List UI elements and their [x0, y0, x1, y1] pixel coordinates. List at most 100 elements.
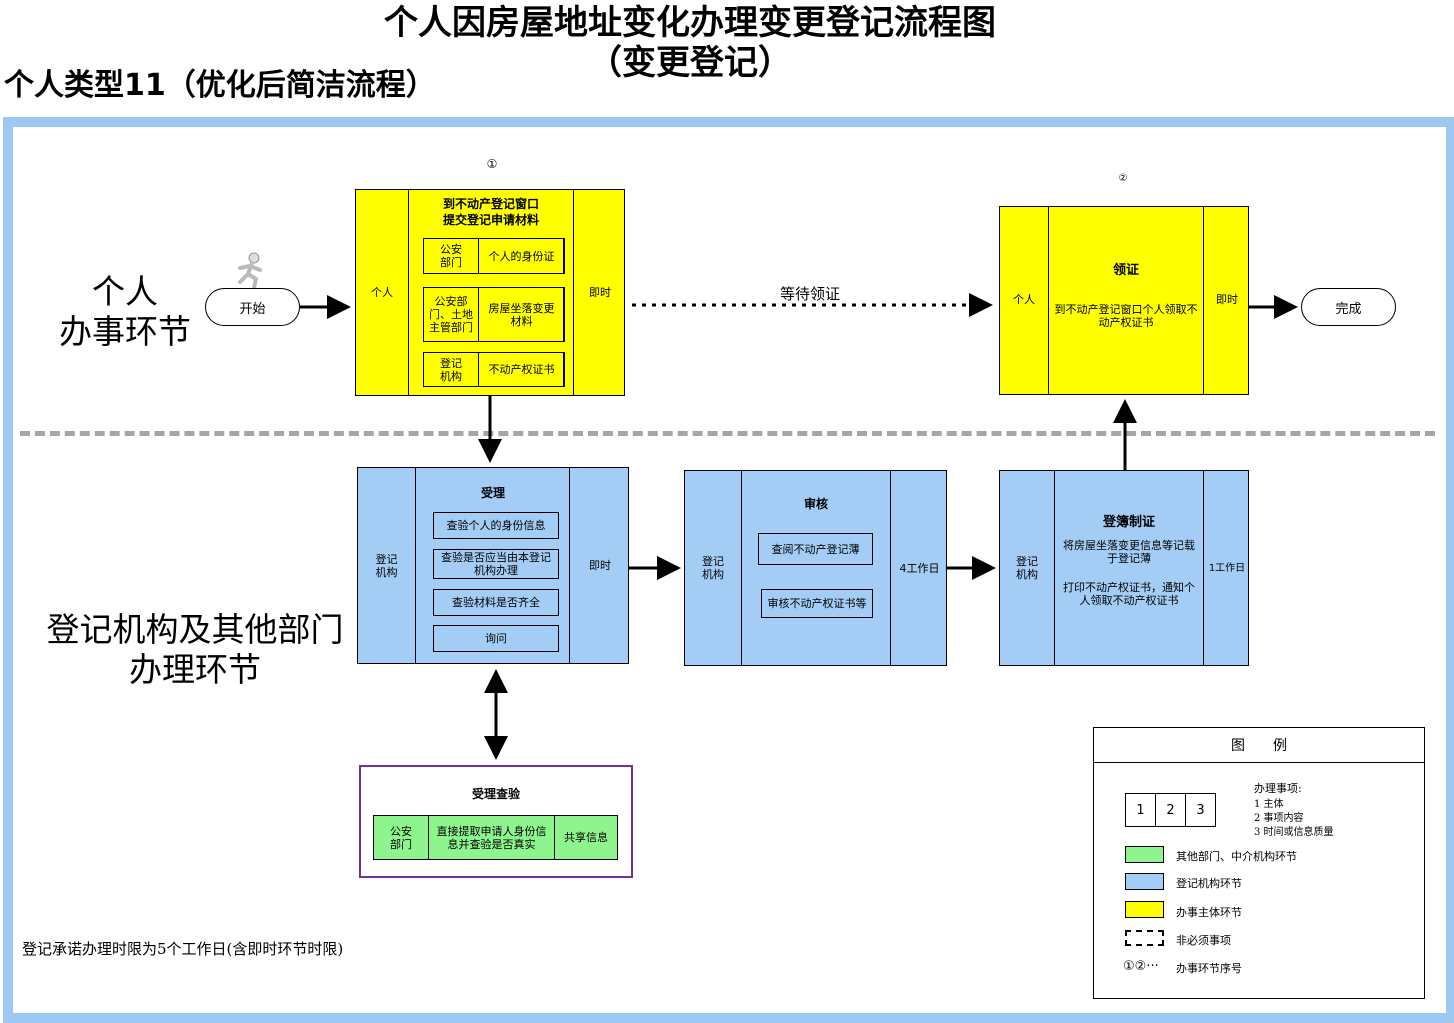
submit-row-1-item: 个人的身份证	[478, 238, 565, 274]
lane-personal-line2: 办事环节	[59, 312, 191, 351]
submit-title-line1: 到不动产登记窗口	[442, 197, 539, 211]
submit-title-line2: 提交登记申请材料	[442, 213, 539, 227]
verify-dept-line2: 部门	[390, 837, 412, 851]
legend-seq-label: 办事环节序号	[1176, 962, 1242, 975]
step-marker-2: ②	[1118, 173, 1128, 184]
legend-cells-desc-1: 1 主体	[1254, 799, 1284, 810]
review-item-1: 查阅不动产登记薄	[758, 533, 873, 565]
legend-blue-label: 登记机构环节	[1176, 877, 1242, 890]
identity-verify-box: 受理查验 公安部门 直接提取申请人身份信息并查验是否真实 共享信息	[359, 765, 633, 878]
collect-time: 即时	[1216, 293, 1238, 306]
accept-item-2: 查验是否应当由本登记机构办理	[433, 549, 559, 579]
submit-row-3-dept-line2: 机构	[440, 369, 462, 383]
review-subject-line2: 机构	[702, 568, 724, 581]
lane-agency-label: 登记机构及其他部门 办理环节	[40, 610, 350, 690]
register-subject: 登记 机构	[1000, 555, 1054, 581]
time-limit-footnote: 登记承诺办理时限为5个工作日(含即时环节时限)	[22, 940, 344, 958]
accept-subject-line2: 机构	[375, 566, 398, 579]
accept-item-1: 查验个人的身份信息	[433, 512, 559, 539]
review-item-2: 审核不动产权证书等	[761, 589, 873, 618]
wait-label: 等待领证	[779, 285, 840, 303]
register-subject-line1: 登记	[1016, 555, 1038, 568]
accept-title: 受理	[480, 486, 505, 500]
submit-row-1-dept-line1: 公安	[440, 243, 462, 256]
legend-green-label: 其他部门、中介机构环节	[1176, 850, 1297, 863]
submit-row-2-dept: 公安部门、土地主管部门	[423, 287, 479, 342]
accept-box: 登记 机构 即时 受理 查验个人的身份信息 查验是否应当由本登记机构办理 查验材…	[357, 467, 629, 664]
legend-seq-symbol: ①②···	[1123, 959, 1159, 974]
verify-content: 直接提取申请人身份信息并查验是否真实	[428, 815, 555, 860]
collect-subject: 个人	[1013, 293, 1035, 306]
register-subject-line2: 机构	[1016, 568, 1038, 581]
lane-divider	[20, 431, 1435, 436]
legend-dashed-label: 非必须事项	[1176, 934, 1231, 947]
running-person-icon	[238, 252, 262, 290]
collect-certificate-box: 个人 即时 领证 到不动产登记窗口个人领取不动产权证书	[999, 206, 1249, 395]
submit-materials-box: 个人 即时 到不动产登记窗口 提交登记申请材料 公安部门 个人的身份证 公安部门…	[355, 189, 625, 396]
register-subject-column	[1054, 470, 1204, 666]
submit-row-2-dept-line3: 主管部门	[429, 321, 473, 334]
accept-subject-column	[415, 467, 570, 664]
verify-title: 受理查验	[471, 787, 520, 801]
legend-cell-1: 1	[1125, 793, 1156, 827]
process-type-subtitle: 个人类型11（优化后简洁流程）	[4, 68, 436, 103]
legend-yellow-label: 办事主体环节	[1176, 906, 1242, 919]
page-title-line1: 个人因房屋地址变化办理变更登记流程图	[384, 3, 996, 43]
submit-row-3-item: 不动产权证书	[478, 352, 565, 387]
lane-personal-label: 个人 办事环节	[55, 272, 195, 352]
legend-title: 图 例	[1231, 738, 1287, 754]
submit-time: 即时	[589, 286, 611, 299]
start-node: 开始	[205, 288, 300, 326]
legend-cells-desc-3: 3 时间或信息质量	[1254, 827, 1334, 838]
review-box: 登记 机构 4工作日 审核 查阅不动产登记薄 审核不动产权证书等	[684, 470, 947, 666]
lane-agency-line2: 办理环节	[129, 650, 261, 689]
accept-subject: 登记 机构	[358, 553, 415, 579]
legend-cell-3: 3	[1185, 793, 1216, 827]
legend-cells-desc-title: 办理事项:	[1254, 782, 1302, 795]
submit-row-1-dept-line2: 部门	[440, 256, 462, 269]
register-content-1: 将房屋坐落变更信息等记载于登记薄	[1063, 539, 1195, 565]
legend-green-swatch	[1125, 846, 1164, 863]
lane-personal-line1: 个人	[92, 272, 158, 311]
review-subject-column	[741, 470, 891, 666]
accept-time: 即时	[589, 559, 611, 572]
submit-row-2-dept-line1: 公安部	[434, 295, 468, 308]
legend-divider	[1094, 762, 1424, 763]
register-content-2: 打印不动产权证书，通知个人领取不动产权证书	[1063, 581, 1195, 607]
submit-subject-column	[408, 189, 574, 396]
end-node: 完成	[1301, 288, 1396, 326]
accept-item-4: 询问	[433, 625, 559, 652]
submit-row-3-dept-line1: 登记	[440, 356, 462, 370]
legend-dashed-swatch	[1125, 930, 1164, 946]
step-marker-1: ①	[486, 157, 498, 171]
register-time: 1工作日	[1208, 563, 1246, 574]
verify-dept-line1: 公安	[390, 824, 412, 838]
lane-agency-line1: 登记机构及其他部门	[46, 610, 344, 649]
collect-content: 到不动产登记窗口个人领取不动产权证书	[1054, 303, 1198, 329]
review-title: 审核	[803, 497, 828, 511]
page-title-line2: （变更登记）	[588, 43, 792, 83]
submit-row-3: 登记机构 不动产权证书	[423, 352, 565, 387]
verify-share: 共享信息	[554, 815, 618, 860]
review-subject-line1: 登记	[702, 555, 724, 568]
review-time: 4工作日	[899, 562, 940, 575]
register-box: 登记 机构 1工作日 登簿制证 将房屋坐落变更信息等记载于登记薄 打印不动产权证…	[999, 470, 1249, 666]
legend-blue-swatch	[1125, 873, 1164, 890]
collect-subject-column	[1048, 206, 1204, 395]
collect-title: 领证	[1112, 263, 1139, 278]
submit-row-2-dept-line2: 门、土地	[429, 308, 473, 321]
submit-row-1: 公安部门 个人的身份证	[423, 238, 565, 274]
submit-subject: 个人	[371, 286, 393, 299]
legend-cells-desc-2: 2 事项内容	[1254, 813, 1304, 824]
submit-title: 到不动产登记窗口 提交登记申请材料	[409, 196, 573, 228]
submit-row-2: 公安部门、土地主管部门 房屋坐落变更材料	[423, 287, 565, 342]
accept-item-3: 查验材料是否齐全	[433, 589, 559, 616]
review-subject: 登记 机构	[685, 555, 741, 581]
legend-cell-2: 2	[1155, 793, 1186, 827]
legend-yellow-swatch	[1125, 901, 1164, 918]
legend: 图 例 1 2 3 办理事项: 1 主体 2 事项内容 3 时间或信息质量 其他…	[1093, 727, 1425, 999]
submit-row-2-item: 房屋坐落变更材料	[478, 287, 565, 342]
accept-subject-line1: 登记	[375, 553, 398, 566]
register-title: 登簿制证	[1102, 515, 1155, 530]
